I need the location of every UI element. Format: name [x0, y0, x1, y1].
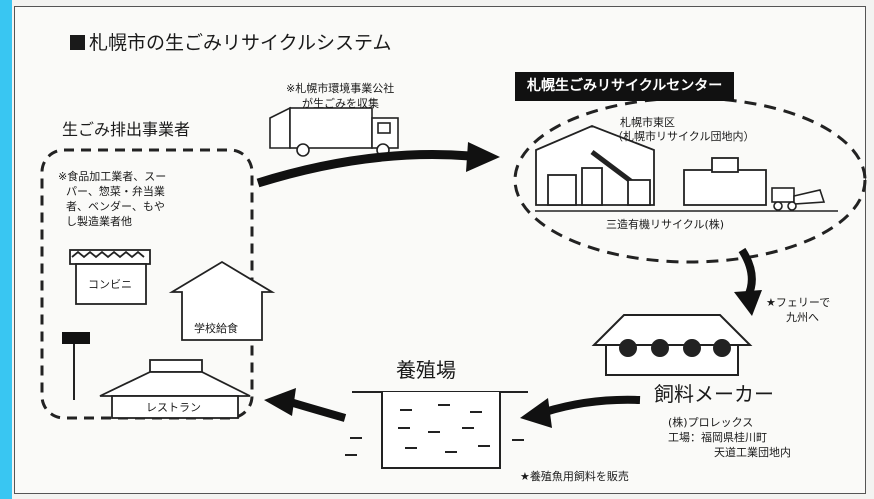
- recycle-tank-building-icon: [683, 157, 767, 206]
- forklift-icon: [771, 187, 826, 211]
- fish-farm-heading: 養殖場: [396, 358, 456, 382]
- title-square-icon: [70, 35, 85, 50]
- arrow-feed-maker-to-fish-farm: [520, 395, 641, 428]
- recycle-company-label: 三造有機リサイクル(株): [606, 218, 725, 231]
- diagram-title-text: 札幌市の生ごみリサイクルシステム: [89, 32, 392, 54]
- feed-maker-factory-2: 天道工業団地内: [714, 446, 791, 459]
- collector-note-line-1: ※札幌市環境事業公社: [286, 82, 395, 95]
- feed-factory-icon: [591, 314, 753, 376]
- left-edge-bar: [0, 0, 12, 499]
- arrow-emitters-to-center: [256, 142, 500, 188]
- diagram-title: 札幌市の生ごみリサイクルシステム: [70, 32, 391, 55]
- school-lunch-label: 学校給食: [194, 322, 238, 335]
- feed-maker-heading: 飼料メーカー: [654, 382, 774, 406]
- garbage-truck-icon: [269, 106, 399, 157]
- arrow-center-to-feed-maker: [734, 247, 762, 316]
- ferry-note-line-1: ★フェリーで: [766, 296, 831, 309]
- restaurant-building-icon: [99, 359, 251, 419]
- convenience-store-icon: [69, 249, 151, 305]
- recycle-center-label: 札幌生ごみリサイクルセンター: [515, 72, 735, 101]
- recycle-plant-building-icon: [535, 125, 655, 206]
- emitters-heading: 生ごみ排出事業者: [62, 120, 191, 139]
- emitters-note-line-4: し製造業者他: [66, 215, 132, 228]
- recycle-center-location-1: 札幌市東区: [620, 116, 675, 129]
- recycle-center-location-2: （札幌市リサイクル団地内）: [612, 130, 755, 143]
- water-dashes: [345, 404, 524, 456]
- feed-maker-factory: 工場：福岡県桂川町: [668, 431, 767, 444]
- ferry-note-line-2: 九州へ: [786, 311, 819, 324]
- restaurant-label: レストラン: [146, 401, 201, 414]
- signpost-icon: [62, 332, 90, 400]
- convenience-store-label: コンビニ: [88, 278, 132, 291]
- fish-farm-note: ★養殖魚用飼料を販売: [520, 470, 629, 483]
- arrow-fish-farm-to-emitters: [264, 388, 347, 422]
- emitters-note-line-2: パー、惣菜・弁当業: [66, 185, 165, 198]
- collector-note-line-2: が生ごみを収集: [302, 97, 379, 110]
- emitters-note-line-3: 者、ベンダー、もや: [66, 200, 165, 213]
- fish-farm-pond-icon: [352, 391, 528, 469]
- feed-maker-company: (株)プロレックス: [668, 416, 754, 429]
- emitters-note-line-1: ※食品加工業者、スー: [58, 170, 167, 183]
- school-building-icon: [168, 260, 276, 341]
